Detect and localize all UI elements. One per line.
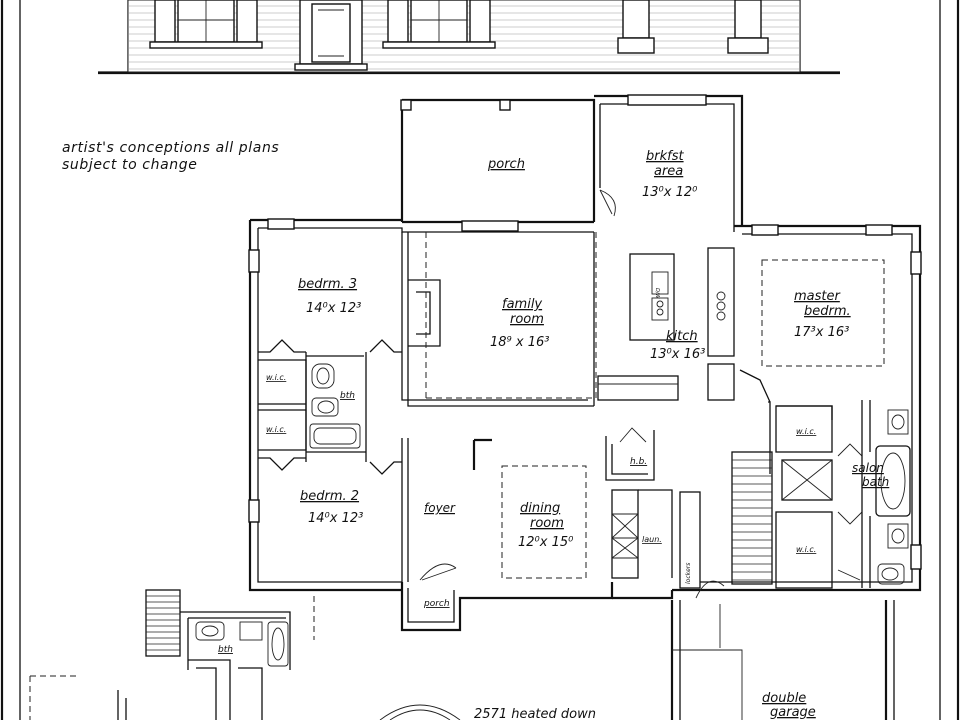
label-family-2: room bbox=[510, 312, 544, 327]
elevation-window-3 bbox=[617, 0, 655, 54]
label-wic-master-2: w.i.c. bbox=[796, 545, 816, 554]
dim-kitchen: 13⁰x 16³ bbox=[650, 347, 705, 362]
front-elevation bbox=[98, 0, 840, 75]
label-porch-front: porch bbox=[423, 599, 450, 609]
disclaimer-line-2: subject to change bbox=[62, 157, 198, 173]
label-dishwasher: D/W bbox=[654, 288, 660, 300]
label-breakfast: brkfst bbox=[646, 149, 684, 164]
elevation-window-1 bbox=[149, 0, 263, 49]
label-garage: double bbox=[762, 691, 806, 706]
stair-treads bbox=[732, 459, 772, 581]
exterior-walls bbox=[248, 94, 922, 632]
label-garage-2: garage bbox=[770, 705, 816, 720]
label-bath: bth bbox=[340, 391, 355, 401]
label-heated-area: 2571 heated down bbox=[474, 707, 596, 720]
label-bath-lower: bth bbox=[218, 645, 233, 655]
label-dining-2: room bbox=[530, 516, 564, 531]
label-wic-1: w.i.c. bbox=[266, 373, 286, 382]
label-laundry: laun. bbox=[642, 535, 662, 544]
label-master: master bbox=[794, 289, 841, 304]
label-wic-master-1: w.i.c. bbox=[796, 427, 816, 436]
label-breakfast-2: area bbox=[654, 164, 683, 179]
label-dining: dining bbox=[520, 501, 560, 516]
disclaimer-note: artist's conceptions all plans subject t… bbox=[62, 140, 279, 174]
dim-master: 17³x 16³ bbox=[794, 325, 849, 340]
dim-family: 18⁹ x 16³ bbox=[490, 335, 549, 350]
garage-outline bbox=[670, 600, 895, 720]
label-wic-2: w.i.c. bbox=[266, 425, 286, 434]
label-foyer: foyer bbox=[424, 501, 456, 515]
label-family: family bbox=[502, 297, 542, 312]
main-stairs bbox=[731, 451, 773, 585]
dim-dining: 12⁰x 15⁰ bbox=[518, 535, 574, 550]
label-porch-rear: porch bbox=[487, 157, 525, 172]
elevation-window-4 bbox=[727, 0, 769, 54]
label-master-2: bedrm. bbox=[804, 304, 851, 319]
disclaimer-line-1: artist's conceptions all plans bbox=[62, 140, 280, 156]
room-labels: porch brkfst area 13⁰x 12⁰ bedrm. 3 14⁰x… bbox=[218, 149, 889, 720]
label-bedroom-3: bedrm. 3 bbox=[298, 277, 357, 292]
label-salon: salon bbox=[852, 461, 884, 475]
interior-walls bbox=[258, 232, 911, 599]
lower-left-wing bbox=[29, 589, 461, 720]
label-salon-2: bath bbox=[862, 475, 889, 489]
dim-bedroom-3: 14⁰x 12³ bbox=[306, 301, 361, 316]
dim-bedroom-2: 14⁰x 12³ bbox=[308, 511, 363, 526]
label-half-bath: h.b. bbox=[630, 457, 647, 467]
elevation-door bbox=[294, 0, 368, 71]
label-bedroom-2: bedrm. 2 bbox=[300, 489, 359, 504]
label-lockers: lockers bbox=[685, 563, 692, 584]
elevation-window-2 bbox=[382, 0, 496, 49]
dim-breakfast: 13⁰x 12⁰ bbox=[642, 185, 698, 200]
label-kitchen: kitch bbox=[666, 329, 698, 344]
